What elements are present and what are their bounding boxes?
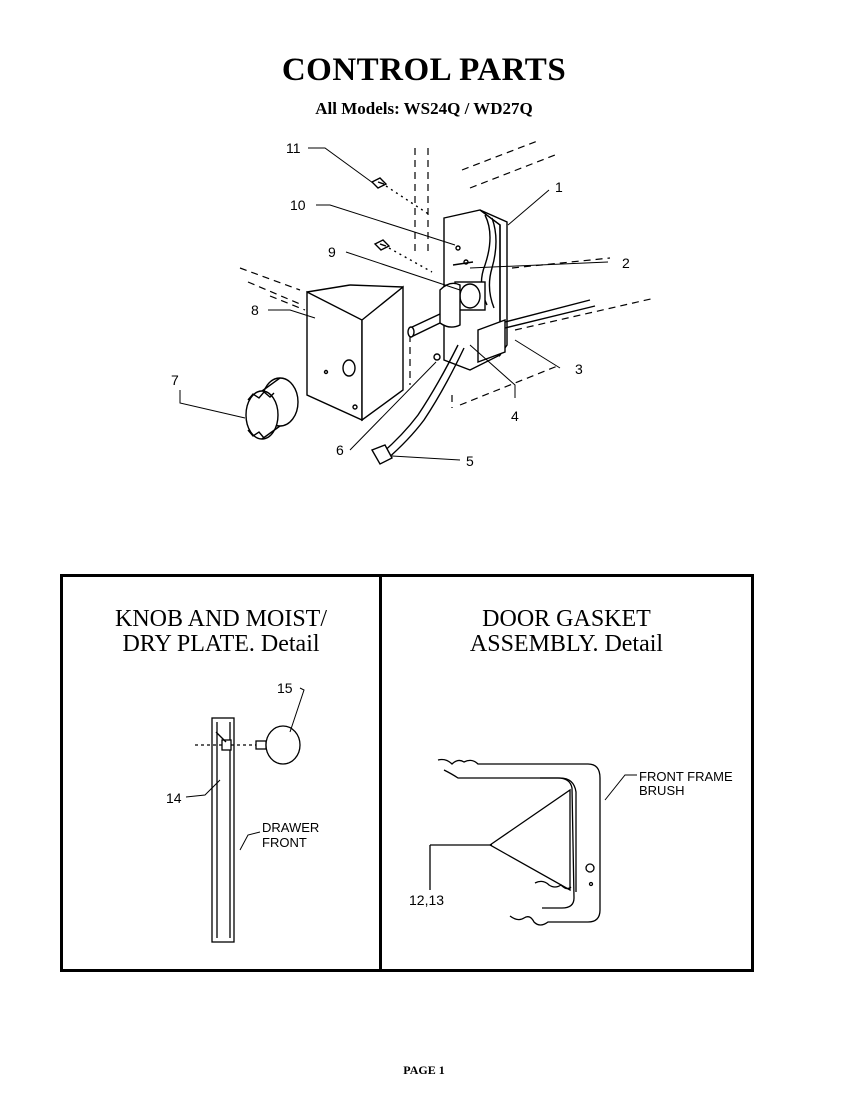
- callout-7: 7: [171, 372, 179, 388]
- callout-3: 3: [575, 361, 583, 377]
- knob-detail-title-line2: DRY PLATE. Detail: [122, 631, 320, 657]
- thermostat-assembly: [407, 209, 596, 371]
- control-housing-8: [306, 284, 404, 422]
- cabinet-outline-dashed: [239, 139, 656, 408]
- callout-9: 9: [328, 244, 336, 260]
- gasket-detail-title-line1: DOOR GASKET: [482, 606, 651, 632]
- drawer-front-label-1: DRAWER: [262, 820, 319, 835]
- door-gasket-detail: [429, 758, 637, 926]
- screw-11: [370, 177, 388, 189]
- screw-9: [373, 239, 391, 251]
- callout-5: 5: [466, 453, 474, 469]
- callout-8: 8: [251, 302, 259, 318]
- gasket-detail-title-line2: ASSEMBLY. Detail: [469, 631, 664, 657]
- front-frame-brush-label-1: FRONT FRAME: [639, 769, 733, 784]
- front-frame-brush-label-2: BRUSH: [639, 783, 685, 798]
- page-number: PAGE 1: [403, 1063, 445, 1077]
- callout-12-13: 12,13: [409, 892, 444, 908]
- knob-detail-title: KNOB AND MOIST/ DRY PLATE. Detail: [63, 607, 379, 657]
- callout-4: 4: [511, 408, 519, 424]
- callout-14: 14: [166, 790, 182, 806]
- knob-plate-detail: [185, 687, 305, 943]
- callout-6: 6: [336, 442, 344, 458]
- sensing-bulb-5: [370, 344, 465, 465]
- callout-1: 1: [555, 179, 563, 195]
- gasket-detail-title: DOOR GASKET ASSEMBLY. Detail: [382, 607, 751, 657]
- drawer-front-label-2: FRONT: [262, 835, 307, 850]
- callout-15: 15: [277, 680, 293, 696]
- detail-frame: [60, 574, 754, 972]
- knob-detail-title-line1: KNOB AND MOIST/: [114, 606, 327, 632]
- callout-10: 10: [290, 197, 306, 213]
- leader-lines: [179, 147, 609, 461]
- callout-2: 2: [622, 255, 630, 271]
- detail-divider: [379, 574, 382, 972]
- page-subtitle: All Models: WS24Q / WD27Q: [315, 99, 533, 118]
- page-title: CONTROL PARTS: [281, 52, 567, 88]
- callout-11: 11: [286, 140, 301, 156]
- knob-7: [245, 377, 299, 440]
- callout-labels: 11 10 9 8 7 1 2 3 4 6 5: [171, 140, 630, 469]
